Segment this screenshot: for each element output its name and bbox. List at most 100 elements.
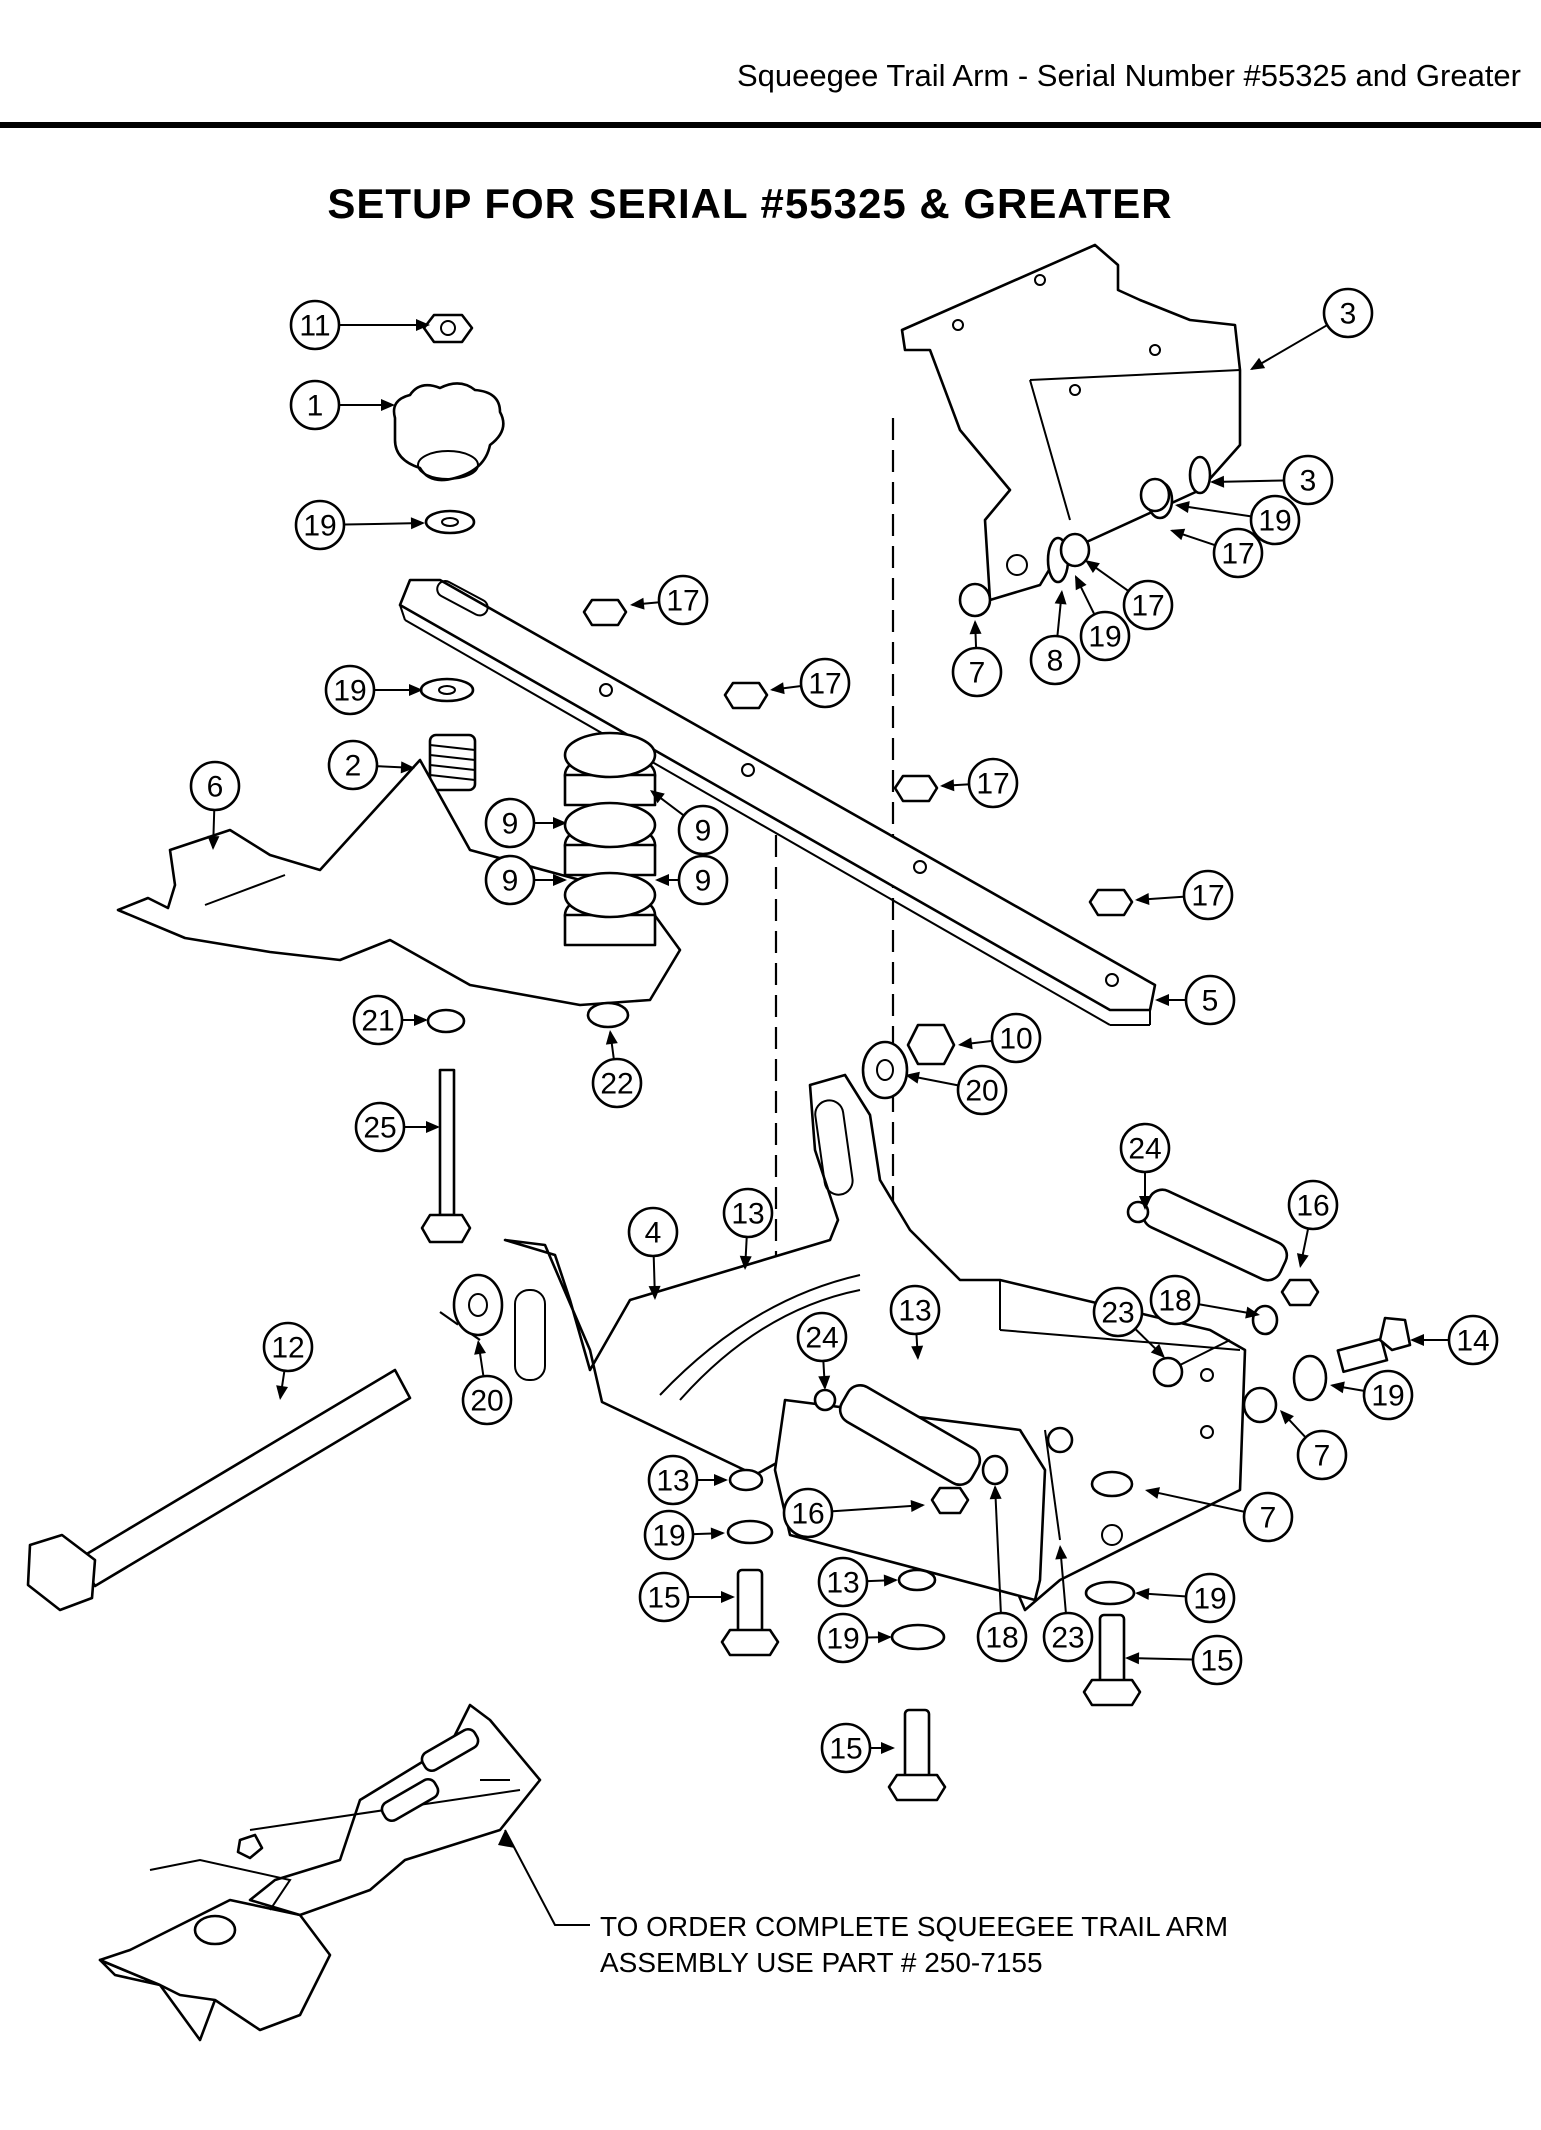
lower-plate <box>773 1398 1047 1602</box>
callout-3: 3 <box>1210 454 1334 506</box>
callout-arrowhead <box>1145 1487 1160 1499</box>
callout-leader <box>1146 1489 1244 1513</box>
callout-circle <box>638 1571 690 1623</box>
callout-arrowhead <box>1054 590 1067 605</box>
nut-part-17-d <box>1088 888 1134 917</box>
callout-13: 13 <box>817 1556 898 1608</box>
callout-arrowhead <box>1085 560 1100 574</box>
callout-circle <box>1029 634 1081 686</box>
callout-number: 12 <box>271 1332 304 1365</box>
callout-number: 17 <box>666 585 699 618</box>
callout-number: 13 <box>731 1198 764 1231</box>
callout-24: 24 <box>796 1311 848 1390</box>
assembled-view-thumbnail <box>98 1703 542 2042</box>
callout-25: 25 <box>354 1101 440 1153</box>
nut-part-16-a <box>1280 1278 1320 1307</box>
callout-circle <box>1212 527 1264 579</box>
order-note-line-1: TO ORDER COMPLETE SQUEEGEE TRAIL ARM <box>600 1911 1228 1942</box>
callout-circle <box>677 804 729 856</box>
callout-circle <box>1447 1314 1499 1366</box>
callout-18: 18 <box>976 1485 1028 1663</box>
callout-number: 18 <box>985 1622 1018 1655</box>
callout-circle <box>1282 454 1334 506</box>
pin-part-23-b <box>1044 1426 1074 1541</box>
callout-19: 19 <box>1135 1572 1236 1624</box>
callout-number: 19 <box>303 510 336 543</box>
callout-24: 24 <box>1119 1122 1171 1210</box>
nut-part-16-b <box>930 1486 970 1515</box>
callout-number: 7 <box>1314 1440 1331 1473</box>
callout-17: 17 <box>1135 869 1234 921</box>
callout-circle <box>1249 494 1301 546</box>
callout-circle <box>327 739 379 791</box>
callout-arrowhead <box>416 319 430 331</box>
washer-part-19-h <box>1084 1580 1136 1606</box>
callout-number: 17 <box>976 768 1009 801</box>
bolt-part-15-c <box>887 1708 947 1802</box>
callout-arrowhead <box>630 597 645 610</box>
callout-number: 19 <box>1088 621 1121 654</box>
callout-arrowhead <box>958 1037 973 1050</box>
callout-arrowhead <box>605 1030 618 1045</box>
callout-19: 19 <box>643 1509 725 1561</box>
callout-circle <box>817 1612 869 1664</box>
callout-circle <box>796 1311 848 1363</box>
callout-number: 19 <box>652 1520 685 1553</box>
callout-circle <box>1042 1611 1094 1663</box>
washer-part-19-f <box>726 1519 774 1545</box>
callout-circle <box>289 299 341 351</box>
callout-17: 17 <box>1085 560 1174 631</box>
callout-6: 6 <box>189 760 241 850</box>
nut-part-11 <box>422 313 474 344</box>
callout-circle <box>1079 610 1131 662</box>
callout-circle <box>627 1206 679 1258</box>
callout-number: 19 <box>826 1623 859 1656</box>
callout-arrowhead <box>969 620 982 635</box>
mount-bracket-part-3 <box>900 243 1242 602</box>
washer-part-19-e <box>1292 1354 1328 1402</box>
bumper-part-9-b <box>563 801 657 877</box>
callout-20: 20 <box>905 1064 1008 1116</box>
callout-number: 9 <box>695 865 712 898</box>
callout-15: 15 <box>638 1571 735 1623</box>
washer-part-13-b <box>897 1568 937 1592</box>
washer-part-19-g <box>890 1623 946 1651</box>
callout-arrowhead <box>721 1591 735 1603</box>
callout-arrowhead <box>655 874 669 886</box>
callout-arrowhead <box>1245 1306 1260 1319</box>
callout-number: 6 <box>207 771 224 804</box>
callout-13: 13 <box>722 1187 774 1270</box>
callout-number: 19 <box>1371 1380 1404 1413</box>
callout-leader <box>344 522 424 526</box>
bolt-part-25 <box>420 1068 472 1244</box>
callout-circle <box>354 1101 406 1153</box>
callout-number: 19 <box>1258 505 1291 538</box>
callout-number: 7 <box>969 657 986 690</box>
nut-part-17-e <box>1059 532 1091 568</box>
callout-arrowhead <box>1410 1334 1424 1346</box>
callout-circle <box>1149 1274 1201 1326</box>
callout-arrowhead <box>1296 1253 1309 1268</box>
nut-part-17-f <box>1139 477 1171 513</box>
callout-arrowhead <box>714 1474 728 1486</box>
callout-16: 16 <box>1287 1179 1339 1268</box>
washer-part-19-d <box>1188 455 1212 495</box>
callout-arrowhead <box>648 1285 661 1300</box>
callout-circle <box>647 1454 699 1506</box>
callout-circle <box>643 1509 695 1561</box>
callout-21: 21 <box>352 994 428 1046</box>
callout-circle <box>1092 1286 1144 1338</box>
callout-7: 7 <box>1145 1487 1294 1543</box>
callout-arrowhead <box>1170 528 1186 541</box>
bushing-part-7-c <box>1090 1470 1134 1498</box>
callout-arrowhead <box>276 1385 289 1400</box>
callout-circle <box>1182 869 1234 921</box>
callout-arrowhead <box>650 790 665 804</box>
callout-leader <box>994 1486 1002 1613</box>
callout-circle <box>262 1321 314 1373</box>
callout-circle <box>976 1611 1028 1663</box>
callout-number: 17 <box>808 668 841 701</box>
callout-number: 13 <box>656 1465 689 1498</box>
spring-part-24-a <box>1126 1188 1289 1282</box>
